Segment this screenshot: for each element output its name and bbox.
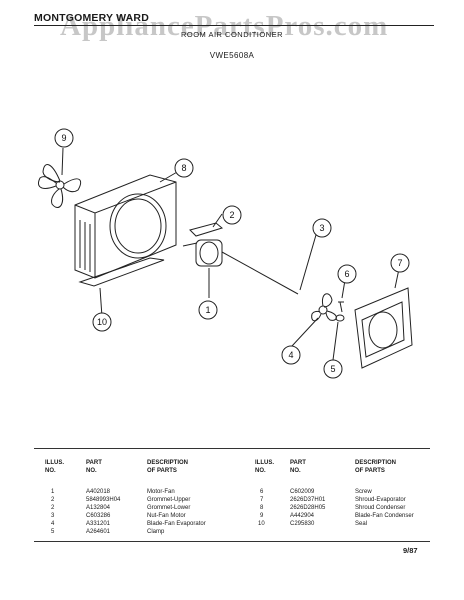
condenser-fan-blade [38,164,82,208]
callout-8: 8 [174,158,194,178]
svg-text:7: 7 [397,258,402,268]
svg-text:10: 10 [97,317,107,327]
callout-7: 7 [390,253,410,273]
fan-motor [182,222,299,295]
revision-date: 9/87 [403,546,418,555]
model-number: VWE5608A [209,51,255,60]
svg-text:4: 4 [288,350,293,360]
svg-text:2: 2 [229,210,234,220]
document-subtitle: ROOM AIR CONDITIONER [180,30,284,39]
exploded-parts-diagram: 9 8 2 3 6 7 1 10 4 5 [38,128,413,379]
parts-table-top-rule [34,448,430,449]
evaporator-fan-blade [311,293,337,322]
callout-3: 3 [312,218,332,238]
callout-1: 1 [198,300,218,320]
svg-text:5: 5 [330,364,335,374]
condenser-shroud [74,174,177,279]
header-divider [34,25,434,26]
callout-5: 5 [323,359,343,379]
callout-9: 9 [54,128,74,148]
svg-text:9: 9 [61,133,66,143]
svg-text:3: 3 [319,223,324,233]
evaporator-shroud [354,287,413,369]
callout-6: 6 [337,264,357,284]
callout-2: 2 [222,205,242,225]
clamp [335,314,345,322]
svg-text:6: 6 [344,269,349,279]
svg-text:8: 8 [181,163,186,173]
svg-text:1: 1 [205,305,210,315]
callout-4: 4 [281,345,301,365]
header-illus-left: ILLUS.NO. [45,460,64,474]
brand-name: MONTGOMERY WARD [34,12,149,24]
header-illus-right: ILLUS.NO. [255,460,274,474]
screw [338,301,344,313]
seal [78,257,165,287]
callout-10: 10 [92,312,112,332]
parts-table-bottom-rule [34,541,430,542]
watermark: AppliancePartsPros.com [60,10,389,42]
